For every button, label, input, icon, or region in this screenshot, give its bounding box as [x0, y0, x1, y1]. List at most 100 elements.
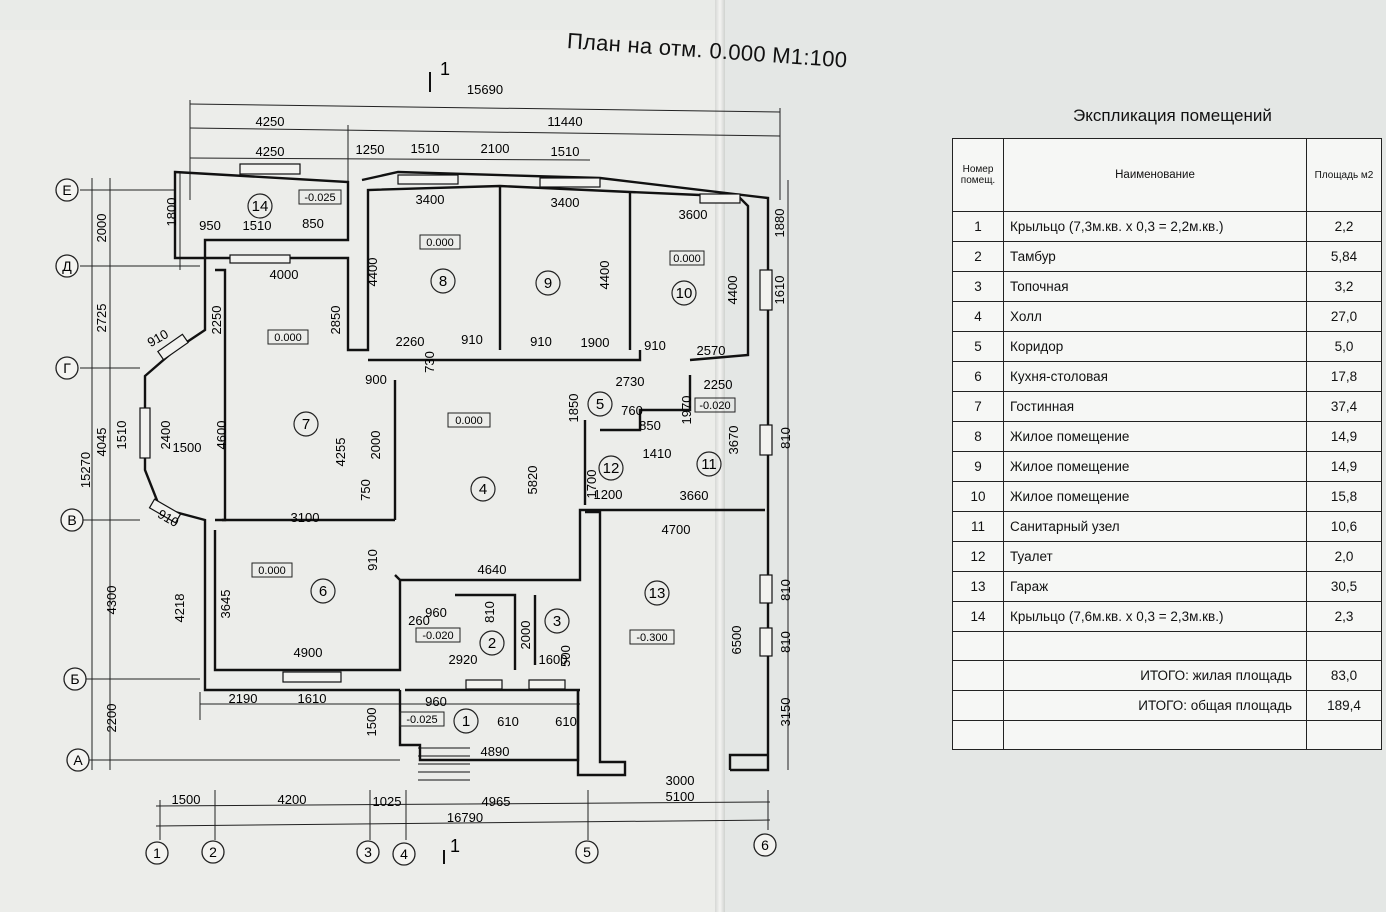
level-11: -0.020	[699, 400, 730, 412]
room-bubble-4	[470, 476, 496, 502]
paper-fold	[715, 0, 725, 912]
room-bubble-7	[293, 411, 319, 437]
row-name: Топочная	[1003, 271, 1307, 302]
room-bubble-10	[671, 280, 697, 306]
axis-bubble-4	[392, 842, 416, 866]
row-name: Туалет	[1003, 541, 1307, 572]
axis-label-b: Б	[70, 671, 79, 687]
dim-top-4250: 4250	[256, 114, 285, 129]
row-name: Жилое помещение	[1003, 451, 1307, 482]
row-num: 8	[952, 421, 1004, 452]
dim-500: 500	[558, 645, 573, 667]
row-name: Жилое помещение	[1003, 421, 1307, 452]
row-area: 27,0	[1306, 301, 1382, 332]
dim-2000-vest: 2000	[518, 621, 533, 650]
room-number-8: 8	[439, 273, 447, 290]
row-name: Холл	[1003, 301, 1307, 332]
dim-760: 760	[621, 403, 643, 418]
dim-3660: 3660	[680, 488, 709, 503]
room-number-11: 11	[701, 456, 717, 473]
dim-3400-b: 3400	[551, 195, 580, 210]
dim-850-wc: 850	[639, 418, 661, 433]
level-2: -0.020	[422, 630, 453, 642]
room-bubble-5	[587, 391, 613, 417]
room-number-7: 7	[302, 416, 310, 433]
room-bubble-2	[479, 630, 505, 656]
room-number-1: 1	[462, 713, 470, 730]
dim-3000: 3000	[666, 773, 695, 788]
row-name: Крыльцо (7,3м.кв. х 0,3 = 2,2м.кв.)	[1003, 211, 1307, 242]
room-bubble-1	[453, 708, 479, 734]
dim-2730: 2730	[616, 374, 645, 389]
dim-4218: 4218	[172, 594, 187, 623]
dim-910-a: 910	[461, 332, 483, 347]
section-mark-bottom: 1	[450, 836, 460, 856]
table-row-empty	[952, 720, 1382, 750]
row-name: Кухня-столовая	[1003, 361, 1307, 392]
dim-610-b: 610	[555, 714, 577, 729]
dim-2000: 2000	[94, 214, 109, 243]
dim-4400-right: 4400	[725, 276, 740, 305]
row-num: 11	[952, 511, 1004, 542]
row-area: 14,9	[1306, 421, 1382, 452]
dim-1880: 1880	[772, 209, 787, 238]
dim-5820: 5820	[525, 466, 540, 495]
dim-1250: 1250	[356, 142, 385, 157]
axis-label-g: Г	[63, 360, 71, 376]
level-10: 0.000	[673, 253, 701, 265]
row-area: 17,8	[1306, 361, 1382, 392]
dim-730: 730	[422, 351, 437, 373]
dim-2400: 2400	[158, 421, 173, 450]
row-name: Гостинная	[1003, 391, 1307, 422]
row-num: 2	[952, 241, 1004, 272]
room-number-2: 2	[488, 635, 496, 652]
row-area: 5,0	[1306, 331, 1382, 362]
axis-label-3: 3	[364, 844, 372, 860]
dim-porch-4250: 4250	[256, 144, 285, 159]
axis-bubble-5	[575, 840, 599, 864]
dim-3100: 3100	[291, 510, 320, 525]
axis-bubble-2	[201, 840, 225, 864]
dim-top-11440: 11440	[547, 114, 582, 129]
room-bubble-6	[310, 578, 336, 604]
total-living-value: 83,0	[1306, 660, 1382, 691]
dim-6500: 6500	[729, 626, 744, 655]
dim-1850: 1850	[566, 394, 581, 423]
room-bubble-13	[644, 580, 670, 606]
room-number-13: 13	[649, 585, 666, 602]
row-area: 2,2	[1306, 211, 1382, 242]
dim-610-a: 610	[497, 714, 519, 729]
row-area: 3,2	[1306, 271, 1382, 302]
room-bubble-14	[247, 193, 273, 219]
axis-label-d: Д	[62, 258, 72, 274]
dim-810-a: 810	[778, 427, 793, 449]
dim-4045: 4045	[94, 428, 109, 457]
row-name: Санитарный узел	[1003, 511, 1307, 542]
axis-label-5: 5	[583, 844, 591, 860]
axis-bubble-e	[55, 178, 79, 202]
axis-bubble-b	[63, 667, 87, 691]
row-name: Коридор	[1003, 331, 1307, 362]
dim-1025: 1025	[373, 794, 402, 809]
row-area: 5,84	[1306, 241, 1382, 272]
level-6: 0.000	[258, 565, 286, 577]
dim-950: 950	[199, 218, 221, 233]
dim-810-b: 810	[778, 579, 793, 601]
header-area: Площадь м2	[1306, 138, 1382, 212]
row-area: 15,8	[1306, 481, 1382, 512]
room-number-6: 6	[319, 583, 327, 600]
room-bubble-9	[535, 270, 561, 296]
dim-2250-left: 2250	[209, 306, 224, 335]
dim-1510-left: 1510	[114, 421, 129, 450]
dim-4600: 4600	[214, 421, 229, 450]
dim-4900: 4900	[294, 645, 323, 660]
dim-3600: 3600	[679, 207, 708, 222]
dim-2725: 2725	[94, 304, 109, 333]
